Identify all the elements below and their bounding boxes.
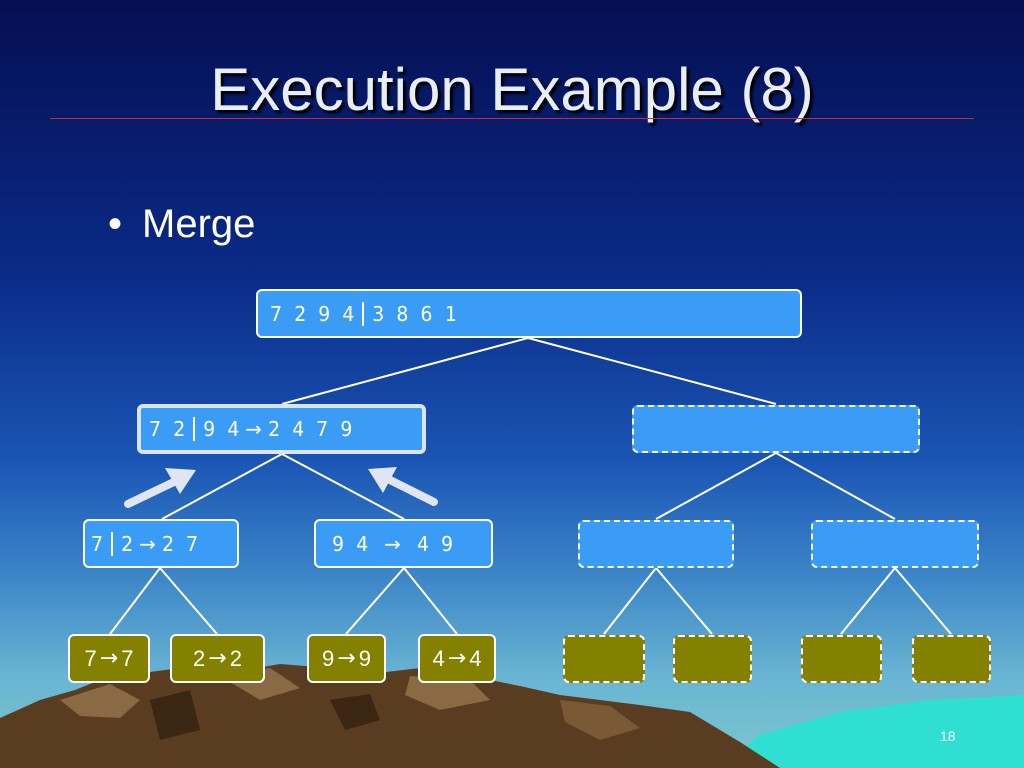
bullet-text: Merge: [142, 202, 256, 246]
leaf-node-pending: [801, 635, 882, 683]
divider-bar: [362, 301, 365, 326]
leaf-node: 2→2: [170, 634, 265, 683]
edge: [603, 567, 657, 635]
leaf-output: 4: [469, 645, 482, 671]
edge: [161, 453, 283, 520]
edge: [281, 337, 529, 405]
right-arrow-icon: →: [245, 417, 263, 441]
edge: [655, 567, 713, 635]
root-node: 7 2 9 4 3 8 6 1: [256, 289, 802, 338]
edge: [527, 337, 777, 405]
right-arrow-icon: →: [208, 646, 227, 671]
level2-a-result: 2 7: [161, 531, 198, 556]
level2-node-b: 9 4 → 4 9: [314, 519, 493, 568]
leaf-node-pending: [912, 635, 991, 683]
level1-left-node: 7 2 9 4→2 4 7 9: [137, 404, 426, 454]
divider-bar: [193, 417, 196, 441]
level1-merge-result: 2 4 7 9: [268, 417, 353, 441]
level2-a-left: 7: [91, 531, 104, 556]
leaf-input: 7: [84, 645, 97, 671]
edge: [345, 567, 405, 635]
edge: [403, 567, 458, 635]
title-divider: [50, 118, 974, 119]
level2-node-pending-c: [578, 520, 734, 568]
leaf-node-pending: [673, 635, 752, 683]
right-arrow-icon: →: [139, 531, 156, 556]
leaf-node-pending: [563, 635, 645, 683]
leaf-output: 2: [229, 645, 242, 671]
edge: [159, 567, 218, 635]
rock-shadow: [150, 690, 200, 740]
rock-highlight: [405, 676, 490, 710]
edge: [894, 567, 952, 635]
right-arrow-icon: →: [337, 646, 356, 671]
level2-b-input: 9 4: [332, 531, 369, 556]
leaf-input: 9: [322, 645, 335, 671]
right-arrow-icon: →: [99, 646, 119, 671]
level1-right-node-pending: [632, 405, 920, 453]
edge: [281, 453, 405, 520]
leaf-input: 4: [432, 645, 445, 671]
sea-shape: [720, 695, 1024, 768]
edge: [775, 452, 896, 520]
level1-left-half: 7 2: [149, 417, 186, 441]
divider-bar: [111, 531, 114, 556]
page-number: 18: [940, 728, 956, 744]
edge: [109, 567, 161, 635]
bullet-item: • Merge: [108, 200, 255, 248]
leaf-node: 4→4: [418, 634, 496, 683]
level2-node-pending-d: [811, 520, 979, 568]
leaf-output: 9: [358, 645, 371, 671]
root-left-half: 7 2 9 4: [270, 301, 355, 326]
level2-b-result: 4 9: [416, 531, 454, 556]
merge-pointer-right-arrow: [368, 467, 438, 506]
leaf-node: 9→9: [307, 634, 386, 683]
leaf-node: 7→7: [68, 634, 150, 683]
leaf-input: 2: [193, 645, 206, 671]
right-arrow-icon: →: [447, 646, 467, 671]
edge: [840, 567, 896, 635]
slide-title: Execution Example (8): [210, 56, 814, 123]
right-arrow-icon: →: [384, 531, 401, 556]
level1-right-half: 9 4: [203, 417, 240, 441]
root-right-half: 3 8 6 1: [372, 301, 457, 326]
edge: [655, 452, 777, 520]
rock-highlight: [560, 700, 640, 740]
rock-shadow: [330, 694, 380, 730]
mountain-shape: [0, 664, 780, 768]
level2-a-right: 2: [121, 531, 134, 556]
leaf-output: 7: [121, 645, 134, 671]
rock-highlight: [60, 684, 140, 718]
bullet-dot: •: [108, 202, 123, 246]
merge-pointer-left-arrow: [124, 468, 196, 508]
